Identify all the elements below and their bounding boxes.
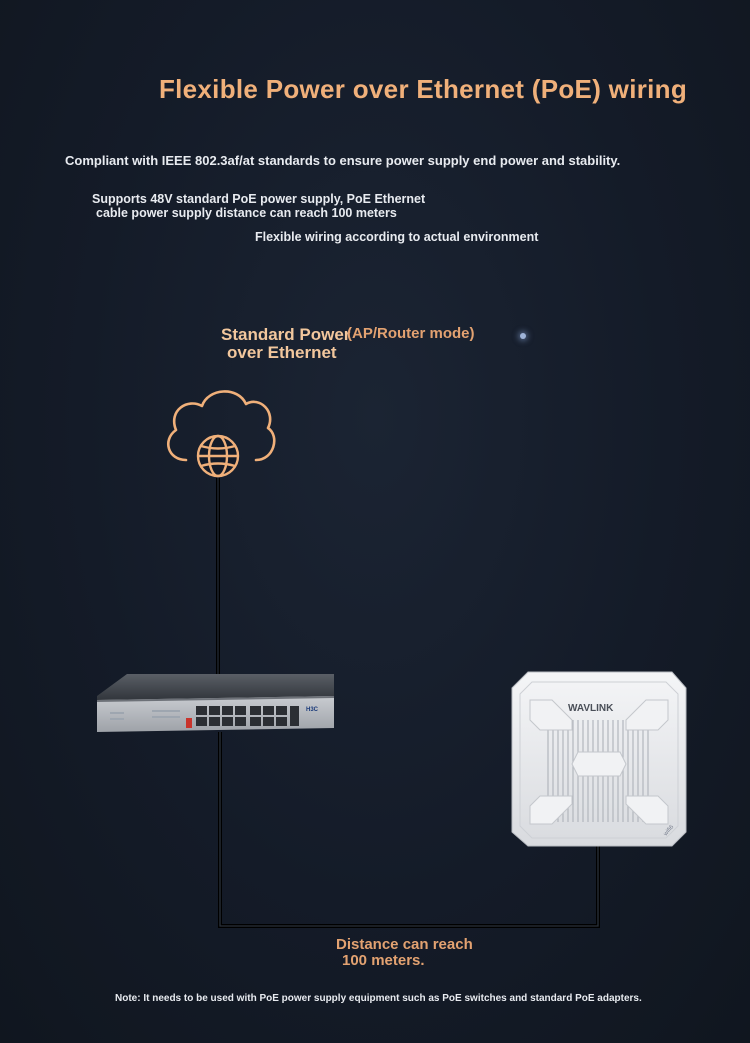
glow-dot bbox=[520, 333, 526, 339]
mode-label: (AP/Router mode) bbox=[347, 325, 475, 342]
compliance-text: Compliant with IEEE 802.3af/at standards… bbox=[65, 153, 621, 168]
cloud-icon bbox=[166, 390, 276, 462]
poe-switch: H3C bbox=[97, 674, 334, 732]
standard-poe-label-line-1: Standard Power bbox=[221, 325, 351, 344]
page-title: Flexible Power over Ethernet (PoE) wirin… bbox=[158, 74, 688, 104]
wavlink-access-point: WAVLINK wifi6 bbox=[511, 671, 687, 847]
standard-poe-label: Standard Power over Ethernet bbox=[221, 326, 350, 362]
supports-text: Supports 48V standard PoE power supply, … bbox=[92, 192, 425, 220]
switch-brand-label: H3C bbox=[306, 707, 319, 713]
ethernet-cable bbox=[216, 478, 600, 928]
globe-icon bbox=[196, 434, 240, 478]
distance-label-line-1: Distance can reach bbox=[336, 936, 473, 953]
supports-text-line-1: Supports 48V standard PoE power supply, … bbox=[92, 192, 426, 206]
usage-note: Note: It needs to be used with PoE power… bbox=[115, 993, 642, 1004]
device-brand-label: WAVLINK bbox=[568, 703, 614, 714]
flexible-wiring-text: Flexible wiring according to actual envi… bbox=[255, 230, 539, 244]
supports-text-line-2: cable power supply distance can reach 10… bbox=[96, 206, 397, 220]
standard-poe-label-line-2: over Ethernet bbox=[227, 343, 337, 362]
distance-label-line-2: 100 meters. bbox=[342, 952, 425, 969]
distance-label: Distance can reach 100 meters. bbox=[336, 937, 473, 969]
